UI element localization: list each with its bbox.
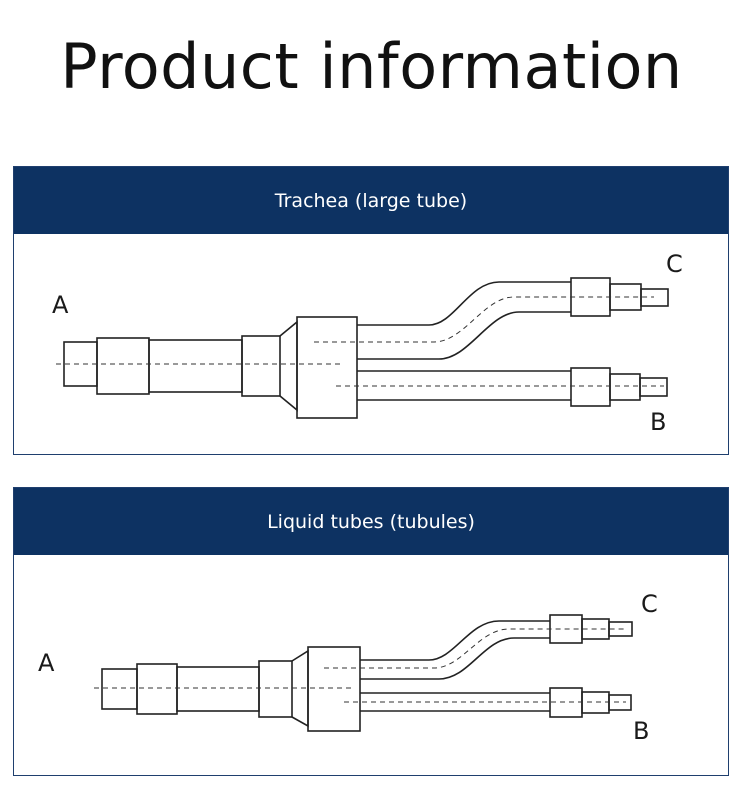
inlet-nut (136, 663, 178, 715)
trachea-panel: Trachea (large tube) (13, 166, 729, 455)
pipe-diagram-small: A C B (14, 555, 728, 774)
inlet-stub (101, 668, 138, 710)
reducer-collar (258, 660, 293, 718)
label-a: A (38, 649, 55, 677)
panel-title: Liquid tubes (tubules) (267, 510, 475, 533)
label-b: B (650, 408, 667, 436)
branch-pipe-drawing (56, 277, 669, 419)
page-title: Product information (60, 30, 683, 103)
liquid-panel: Liquid tubes (tubules) (13, 487, 729, 776)
panel-header: Trachea (large tube) (14, 167, 728, 234)
label-c: C (641, 590, 658, 618)
pipe-diagram-large: A C B (14, 234, 728, 453)
branch-body (307, 646, 361, 732)
branch-pipe-drawing (94, 614, 633, 732)
panel-title: Trachea (large tube) (274, 189, 468, 212)
inlet-nut (96, 337, 150, 395)
main-tube (148, 339, 243, 393)
panel-header: Liquid tubes (tubules) (14, 488, 728, 555)
reducer-collar (241, 335, 281, 397)
label-a: A (52, 291, 69, 319)
main-tube (176, 666, 260, 712)
branch-body (296, 316, 358, 419)
label-b: B (633, 717, 650, 745)
label-c: C (666, 250, 683, 278)
reducer-cone (279, 320, 298, 412)
